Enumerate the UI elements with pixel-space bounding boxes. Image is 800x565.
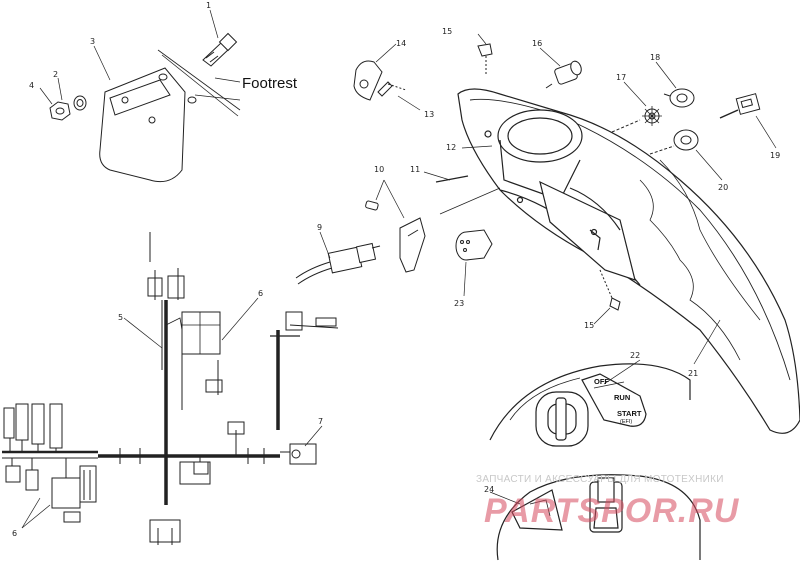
switch-run-label: RUN [614, 393, 630, 402]
dash-console-21 [439, 88, 800, 434]
callout-11: 11 [410, 165, 420, 174]
callout-19: 19 [770, 151, 780, 160]
footrest-label: Footrest [242, 75, 298, 92]
callout-21: 21 [688, 369, 698, 378]
lower-panel-24 [489, 474, 701, 561]
watermark-brand: PARTSPOR.RU [484, 492, 740, 530]
callout-5: 5 [118, 313, 123, 322]
callout-23: 23 [454, 299, 464, 308]
callout-7: 7 [318, 417, 323, 426]
callout-12: 12 [446, 143, 456, 152]
footrest-assembly [39, 9, 241, 183]
callout-20: 20 [718, 183, 728, 192]
ignition-switch-22 [489, 359, 691, 447]
bolt-1 [202, 32, 238, 67]
callout-15-lower: 15 [584, 321, 594, 330]
callout-22: 22 [630, 351, 640, 360]
footrest-bracket [99, 67, 186, 183]
wiring-harness [2, 232, 339, 545]
connector-23 [455, 229, 493, 261]
callout-4: 4 [29, 81, 34, 90]
callout-10: 10 [374, 165, 384, 174]
callout-2: 2 [53, 70, 58, 79]
nut-4 [49, 101, 71, 121]
switch-efi-label: (EFI) [620, 419, 632, 425]
clip-10 [399, 217, 426, 273]
watermark: ЗАПЧАСТИ И АКСЕССУАРЫ ДЛЯ МОТОТЕХНИКИ PA… [476, 474, 740, 530]
callout-16: 16 [532, 39, 542, 48]
callout-3: 3 [90, 37, 95, 46]
callout-1: 1 [206, 1, 211, 10]
callout-18: 18 [650, 53, 660, 62]
callout-9: 9 [317, 223, 322, 232]
washer-2 [73, 95, 87, 111]
watermark-top-text: ЗАПЧАСТИ И АКСЕССУАРЫ ДЛЯ МОТОТЕХНИКИ [476, 474, 724, 485]
bulb-16 [545, 60, 582, 89]
gear-17 [642, 106, 662, 126]
callout-13: 13 [424, 110, 434, 119]
callout-17: 17 [616, 73, 626, 82]
switch-start-label: START [617, 409, 642, 418]
callout-6-lower: 6 [12, 529, 17, 538]
callout-14: 14 [396, 39, 406, 48]
key-19 [719, 93, 761, 119]
callout-24: 24 [484, 485, 494, 494]
console-parts [455, 33, 777, 325]
switch-off-label: OFF [594, 377, 609, 386]
middle-parts [295, 43, 469, 285]
callout-6-upper: 6 [258, 289, 263, 298]
bracket-14 [353, 60, 383, 101]
callout-15-upper: 15 [442, 27, 452, 36]
bulb-socket-9 [295, 242, 381, 285]
